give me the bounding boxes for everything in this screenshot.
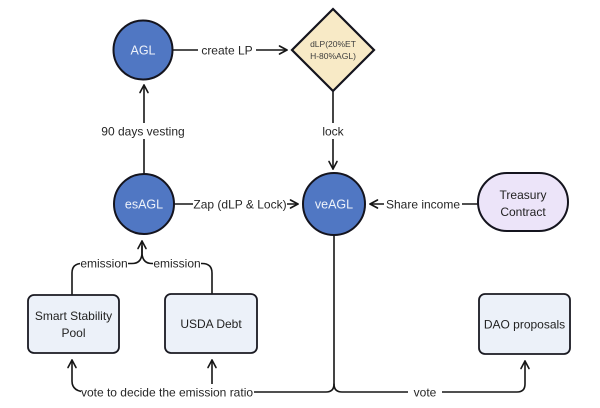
edge-label-share-income: Share income [386,198,460,212]
node-dao-proposals-label: DAO proposals [484,318,565,332]
label-bg-vote-ratio [81,384,254,400]
node-usda-debt [164,293,258,354]
edge-label-vote: vote [414,386,437,400]
edge-label-emission-right: emission [153,257,200,271]
label-bg-zap [193,196,287,212]
node-usda-debt-label: USDA Debt [180,317,242,331]
node-esagl-label: esAGL [125,198,163,212]
label-bg-lock [317,123,349,139]
edge-label-lock: lock [322,125,344,139]
node-treasury-label-line1: Treasury [500,188,547,202]
node-ssp-label-line2: Pool [61,326,85,340]
edge-label-vesting: 90 days vesting [101,125,184,139]
node-dlp-label-line1: dLP(20%ET [310,39,356,49]
edge-label-emission-left: emission [80,257,127,271]
node-veagl-label: veAGL [315,198,353,212]
label-bg-vote [408,384,442,400]
label-bg-emission-left [80,256,128,271]
label-bg-vesting [99,123,187,139]
label-bg-emission-right [153,256,201,271]
node-dao-proposals [478,293,571,355]
node-ssp-label-line1: Smart Stability [35,309,112,323]
edge-label-create-lp: create LP [201,44,252,58]
node-agl [112,19,174,81]
label-bg-create-lp [198,42,256,58]
node-dlp-diamond [290,7,376,93]
node-dlp-label-line2: H-80%AGL) [310,51,356,61]
edge-label-vote-ratio: vote to decide the emission ratio [81,386,253,400]
edge-vote-to-dao [333,360,530,393]
edge-label-zap: Zap (dLP & Lock) [193,198,286,212]
node-esagl [113,173,175,235]
node-treasury-contract [477,172,569,232]
node-agl-label: AGL [130,44,155,58]
node-smart-stability-pool [27,294,120,354]
node-treasury-label-line2: Contract [500,205,546,219]
label-bg-share-income [384,196,462,212]
node-veagl [302,172,366,236]
